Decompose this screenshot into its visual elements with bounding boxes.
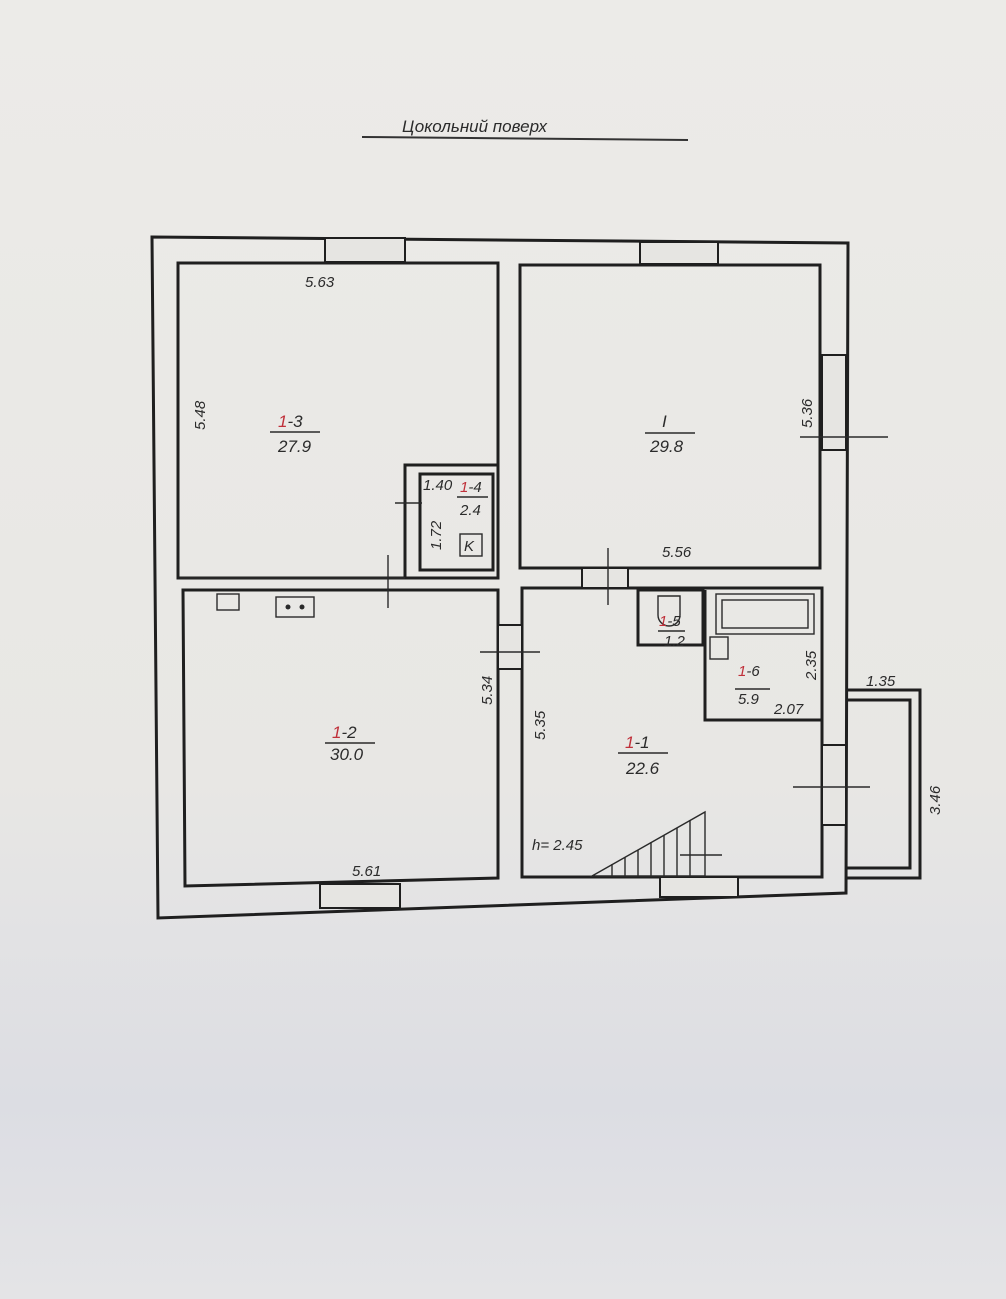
room-label-1-1: 1-1 22.6	[618, 733, 668, 778]
stairs	[589, 810, 706, 877]
bathtub-icon	[715, 593, 815, 635]
svg-text:1-5: 1-5	[659, 613, 681, 630]
svg-text:1-3: 1-3	[278, 412, 303, 431]
porch-outer	[846, 688, 922, 880]
dim-1-40: 1.40	[423, 477, 453, 494]
toilet-icon	[657, 595, 681, 627]
ceiling-height: h= 2.45	[532, 837, 583, 854]
room-label-1-4: 1-4 2.4	[457, 479, 488, 519]
svg-text:27.9: 27.9	[277, 437, 312, 456]
svg-text:29.8: 29.8	[649, 437, 684, 456]
porch-inner	[846, 698, 912, 870]
title-underline	[361, 136, 689, 141]
door-porch	[821, 744, 847, 826]
washbasin-icon	[709, 636, 729, 660]
window-top-right	[639, 241, 719, 265]
room-label-1-2: 1-2 30.0	[325, 723, 375, 764]
stove-icon	[216, 593, 240, 611]
room-label-1-6: 1-6 5.9	[735, 663, 770, 708]
boiler-symbol: K	[464, 538, 475, 555]
dim-1-35: 1.35	[866, 673, 896, 690]
svg-text:22.6: 22.6	[625, 759, 660, 778]
dim-5-48: 5.48	[192, 400, 209, 430]
room-1-6-wall	[703, 590, 822, 722]
dim-5-63: 5.63	[305, 274, 335, 291]
closet-wall	[403, 463, 498, 578]
svg-text:1-4: 1-4	[460, 479, 482, 496]
dim-2-35: 2.35	[803, 650, 820, 681]
dim-3-46: 3.46	[927, 785, 944, 815]
dim-5-61: 5.61	[352, 863, 381, 880]
svg-text:1-1: 1-1	[625, 733, 650, 752]
window-bottom-left	[319, 883, 401, 909]
room-label-1-3: 1-3 27.9	[270, 412, 320, 456]
room-1-5	[636, 588, 705, 647]
room-label-I: I 29.8	[645, 412, 695, 456]
svg-text:5.9: 5.9	[738, 691, 760, 708]
svg-text:1.2: 1.2	[664, 633, 686, 650]
door-1-2	[497, 624, 523, 670]
sink-icon	[275, 596, 315, 618]
svg-text:1-6: 1-6	[738, 663, 760, 680]
svg-text:1-2: 1-2	[332, 723, 357, 742]
dim-5-35: 5.35	[532, 710, 549, 740]
window-top-left	[324, 237, 406, 263]
outer-wall	[150, 235, 850, 920]
dim-1-72: 1.72	[428, 520, 445, 550]
stair-steps	[611, 820, 722, 876]
room-I	[518, 263, 822, 570]
room-label-1-5: 1-5 1.2	[658, 613, 686, 650]
dim-5-56: 5.56	[662, 544, 692, 561]
door-corridor	[581, 567, 629, 589]
room-1-2	[181, 588, 500, 888]
room-1-4	[418, 472, 495, 572]
svg-text:2.4: 2.4	[459, 502, 481, 519]
window-right	[821, 354, 847, 451]
dim-2-07: 2.07	[773, 701, 804, 718]
dim-5-34: 5.34	[479, 676, 496, 705]
svg-text:I: I	[662, 412, 667, 431]
boiler-icon	[459, 533, 483, 557]
room-1-3	[176, 261, 500, 580]
dim-5-36: 5.36	[799, 398, 816, 428]
plan-title: Цокольний поверх	[402, 117, 547, 136]
window-bottom-right	[659, 876, 739, 898]
svg-text:30.0: 30.0	[330, 745, 364, 764]
